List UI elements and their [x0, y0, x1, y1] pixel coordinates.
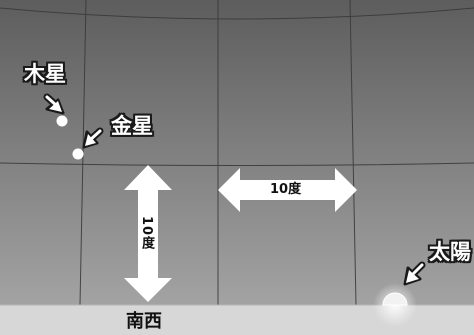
arrow-pointer-icon [43, 93, 65, 115]
arrow-pointer-icon [403, 261, 426, 286]
horizontal-scale-label: 10度 [270, 182, 302, 197]
sun-label: 太陽 [429, 240, 471, 264]
venus-label: 金星 [111, 114, 153, 138]
direction-label: 南西 [126, 311, 162, 332]
double-arrow-icon [124, 165, 172, 302]
venus-marker [72, 148, 84, 160]
sky-background [0, 0, 474, 305]
arrow-pointer-icon [82, 127, 104, 149]
double-arrow-icon [218, 168, 357, 212]
grid-line-right [349, 0, 357, 306]
vertical-scale-label: 10度 [139, 216, 154, 251]
jupiter-marker [56, 115, 68, 127]
grid-line-middle [0, 162, 474, 166]
grid-line-top [0, 7, 474, 20]
sun-icon [382, 292, 408, 306]
jupiter-label: 木星 [24, 62, 66, 86]
